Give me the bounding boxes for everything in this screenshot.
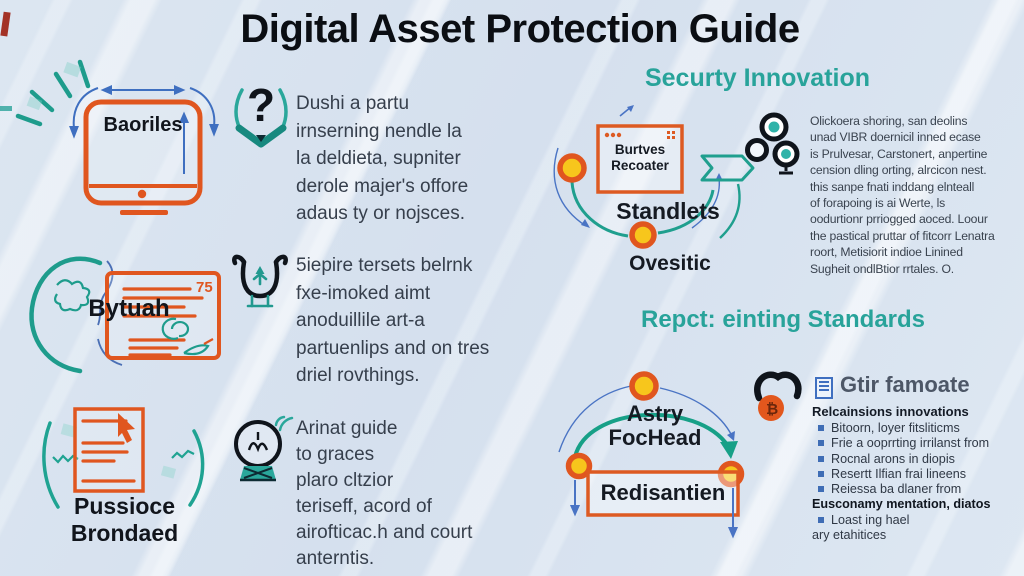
doc-label: Pussioce Brondaed xyxy=(70,493,179,546)
reporting-list: Bitoorn, loyer fitsliticms Frie a ooprrt… xyxy=(812,421,1024,543)
anchor-icon xyxy=(230,246,292,320)
cursor-icon xyxy=(118,413,135,443)
list-tail: ary etahitices xyxy=(812,528,887,543)
list-item: Reiessa ba dlaner from xyxy=(812,482,1024,497)
lightbulb-icon xyxy=(228,410,294,490)
node-circle xyxy=(565,452,593,480)
text-block-2: 5iepire tersets belrnk fxe-imoked aimt a… xyxy=(296,255,490,386)
security-heading: Securty Innovation xyxy=(644,64,871,92)
security-paragraph: Olickoera shoring, san deolins unad VIBR… xyxy=(810,114,995,276)
security-box-label: Burtves Recoater xyxy=(611,142,669,173)
doc-figure: Pussioce Brondaed xyxy=(22,395,227,560)
panel-subtitle: Relcainsions innovations xyxy=(812,404,969,419)
list-bold-line: Eusconamy mentation, diatos xyxy=(812,497,991,512)
rays-decoration xyxy=(15,59,91,127)
list-item: Loast ing hael xyxy=(812,513,1024,528)
bullet-square xyxy=(818,470,824,477)
bullet-square xyxy=(818,425,824,431)
node-circle xyxy=(557,153,587,183)
head-profile-icon: 75 xyxy=(29,256,221,374)
security-diagram: Burtves Recoater Standlets Ovesitic xyxy=(540,100,762,295)
panel-title: Gtir famoate xyxy=(840,372,970,397)
reporting-box-label: Redisantien xyxy=(600,480,726,505)
bitcoin-shield-icon: ₿ xyxy=(754,371,802,421)
head-card-figure: 75 Bytuah xyxy=(12,243,227,383)
node-circle xyxy=(629,371,659,401)
head-card-label: Bytuah xyxy=(88,295,170,322)
list-item: Resertt Ilfian frai lineens xyxy=(812,467,1024,482)
nodes-cluster-icon xyxy=(745,112,800,175)
question-glyph: ? xyxy=(247,79,276,131)
question-mark-icon: ? xyxy=(230,80,292,154)
document-small-icon xyxy=(815,377,833,399)
list-item: Bitoorn, loyer fitsliticms xyxy=(812,421,1024,436)
edge-decoration xyxy=(0,11,12,111)
list-item: Rocnal arons in diopis xyxy=(812,452,1024,467)
monitor-label: Baoriles xyxy=(103,114,183,136)
bullet-square xyxy=(818,486,824,493)
reporting-diagram: Astry FocHead Redisantien xyxy=(545,352,767,567)
bullet-square xyxy=(818,440,824,447)
banner-arrow-icon xyxy=(700,154,755,182)
text-block-3: Arinat guide to graces plaro cltzior ter… xyxy=(296,418,473,569)
list-item: Frie a ooprrting irrilanst from xyxy=(812,436,1024,451)
bullet-square xyxy=(818,516,824,523)
card-badge: 75 xyxy=(196,279,213,296)
reporting-heading: Repct: einting Standards xyxy=(640,306,926,333)
monitor-icon xyxy=(69,84,219,215)
text-block-1: Dushi a partu irnserning nendle la la de… xyxy=(296,93,469,224)
document-cursor-icon xyxy=(42,407,205,509)
page-title: Digital Asset Protection Guide xyxy=(240,7,800,51)
monitor-figure: Baoriles xyxy=(58,76,233,221)
arc-label: Astry FocHead xyxy=(608,401,702,450)
bitcoin-glyph: ₿ xyxy=(766,401,778,418)
bullet-square xyxy=(818,455,824,462)
node-circle xyxy=(629,221,657,249)
standlets-label: Standlets xyxy=(616,198,720,224)
ovesitic-label: Ovesitic xyxy=(629,252,711,275)
